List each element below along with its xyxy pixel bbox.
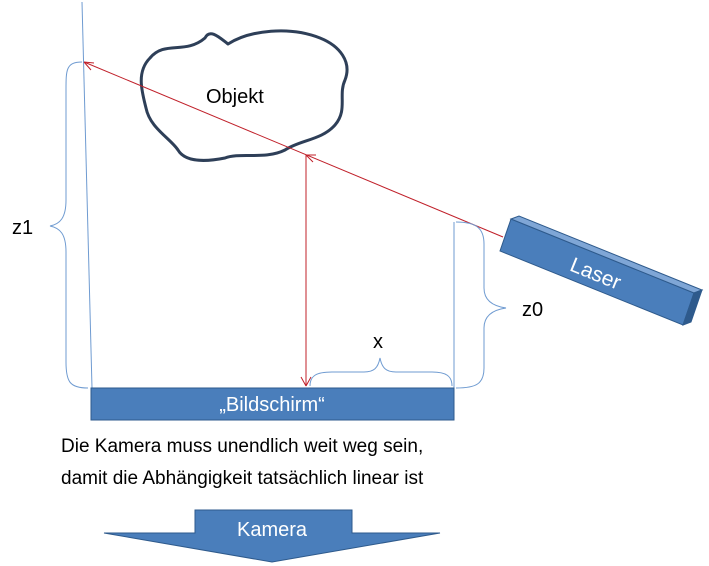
screen-bar bbox=[90, 387, 455, 421]
beam-arrowhead-far bbox=[83, 61, 95, 71]
object-label: Objekt bbox=[206, 86, 264, 108]
z0-brace bbox=[455, 221, 507, 389]
beam-arrowhead-hit bbox=[305, 154, 316, 163]
x-brace bbox=[309, 357, 453, 387]
laser-device: Laser bbox=[499, 215, 704, 326]
z1-brace bbox=[49, 61, 89, 389]
screen-label: „Bildschirm“ bbox=[219, 394, 325, 416]
caption-line-2: damit die Abhängigkeit tatsächlich linea… bbox=[61, 468, 424, 489]
camera-arrow bbox=[103, 509, 441, 563]
z0-label: z0 bbox=[522, 299, 543, 321]
projection-arrowhead bbox=[300, 376, 312, 387]
camera-label: Kamera bbox=[237, 519, 308, 541]
laser-end-face bbox=[682, 289, 703, 326]
left-reference-line bbox=[81, 1, 93, 389]
x-label: x bbox=[373, 331, 383, 353]
laser-beam bbox=[83, 61, 504, 238]
z1-label: z1 bbox=[12, 217, 33, 239]
object-shape bbox=[139, 29, 349, 162]
caption-line-1: Die Kamera muss unendlich weit weg sein, bbox=[61, 436, 423, 457]
